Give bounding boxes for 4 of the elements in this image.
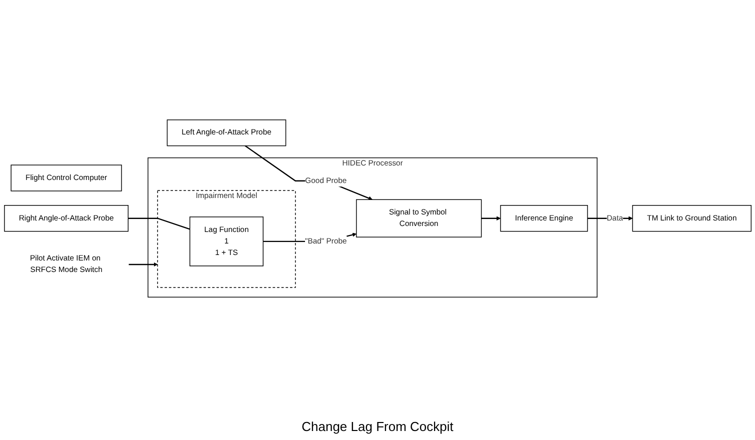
note-text: Change Lag From Cockpit — [302, 419, 454, 434]
arrow — [128, 262, 158, 267]
arrow — [481, 216, 501, 220]
connector-line — [128, 218, 190, 230]
